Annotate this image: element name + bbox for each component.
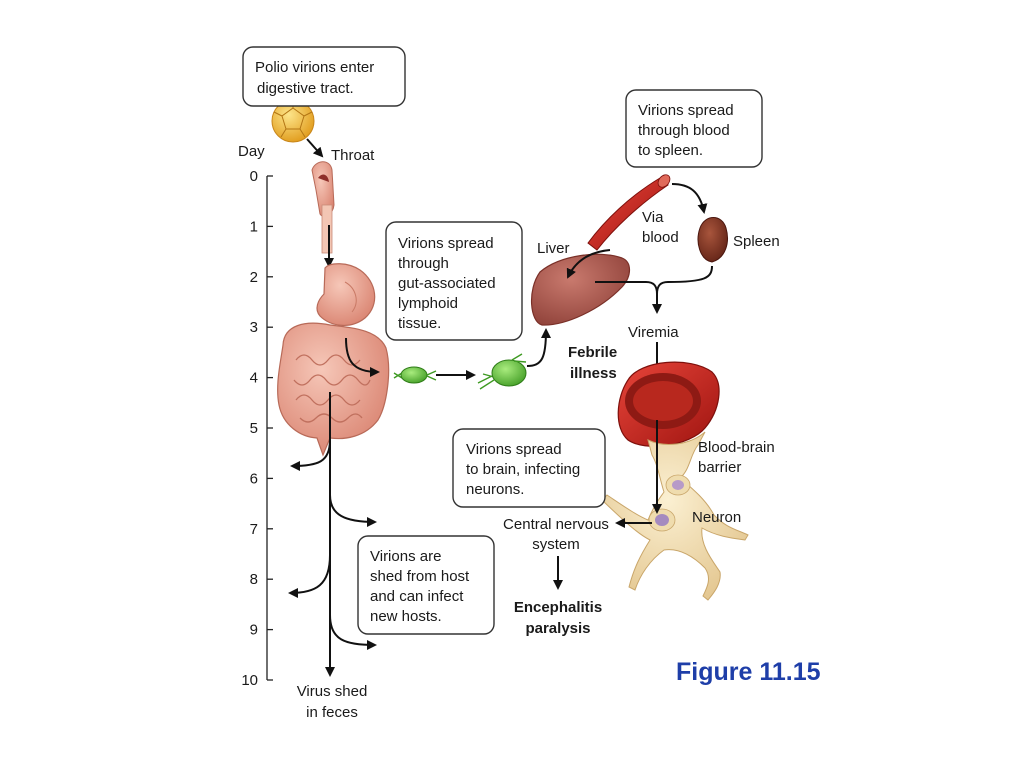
callout-shed-line3: and can infect bbox=[370, 588, 464, 605]
day-tick-label: 2 bbox=[250, 269, 258, 286]
capillary-icon bbox=[617, 361, 720, 447]
callout-shed-line2: shed from host bbox=[370, 568, 470, 585]
day-tick-label: 1 bbox=[250, 218, 258, 235]
day-tick-label: 5 bbox=[250, 420, 258, 437]
callout-blood-line2: through blood bbox=[638, 122, 730, 139]
callout-lymph: Virions spread through gut-associated ly… bbox=[385, 221, 523, 341]
callout-blood: Virions spread through blood to spleen. bbox=[625, 89, 763, 168]
cns-label-line1: Central nervous bbox=[503, 516, 609, 533]
spleen-label: Spleen bbox=[733, 233, 780, 250]
callout-lymph-line4: lymphoid bbox=[398, 295, 458, 312]
febrile-label-line2: illness bbox=[570, 365, 617, 382]
shedding-arrows bbox=[288, 392, 377, 677]
liver-icon bbox=[530, 253, 631, 326]
callout-blood-line1: Virions spread bbox=[638, 102, 734, 119]
figure-title: Figure 11.15 bbox=[676, 658, 821, 686]
neuron-icon bbox=[601, 431, 749, 601]
day-tick-label: 0 bbox=[250, 168, 258, 185]
stomach-icon bbox=[316, 263, 376, 326]
day-axis: Day 0 1 2 3 4 5 6 7 8 9 10 bbox=[238, 143, 273, 689]
callout-brain: Virions spread to brain, infecting neuro… bbox=[452, 428, 606, 508]
callout-brain-line3: neurons. bbox=[466, 481, 524, 498]
day-tick-label: 7 bbox=[250, 521, 258, 538]
encephalitis-label-line1: Encephalitis bbox=[514, 599, 602, 616]
via-blood-label-line2: blood bbox=[642, 229, 679, 246]
callout-shed-line1: Virions are bbox=[370, 548, 441, 565]
virus-shed-label-line1: Virus shed bbox=[297, 683, 368, 700]
cns-label-line2: system bbox=[532, 536, 580, 553]
throat-label: Throat bbox=[331, 147, 375, 164]
day-tick-label: 9 bbox=[250, 622, 258, 639]
lymph-node-large-icon bbox=[477, 353, 527, 390]
callout-enter: Polio virions enter digestive tract. bbox=[242, 46, 406, 107]
bbb-label-line1: Blood-brain bbox=[698, 439, 775, 456]
bbb-label-line2: barrier bbox=[698, 459, 741, 476]
day-tick-label: 8 bbox=[250, 571, 258, 588]
spleen-icon bbox=[697, 217, 728, 263]
callout-lymph-line3: gut-associated bbox=[398, 275, 496, 292]
callout-enter-line2: digestive tract. bbox=[257, 80, 354, 97]
neuron-label: Neuron bbox=[692, 509, 741, 526]
day-tick-label: 3 bbox=[250, 319, 258, 336]
day-tick-label: 6 bbox=[250, 470, 258, 487]
febrile-label-line1: Febrile bbox=[568, 344, 617, 361]
lymph-node-icon bbox=[393, 366, 437, 384]
via-blood-label-line1: Via bbox=[642, 209, 664, 226]
day-tick-label: 4 bbox=[250, 370, 258, 387]
callout-lymph-line2: through bbox=[398, 255, 449, 272]
virus-shed-label-line2: in feces bbox=[306, 704, 358, 721]
intestine-icon bbox=[277, 322, 390, 457]
callout-lymph-line1: Virions spread bbox=[398, 235, 494, 252]
throat-icon bbox=[311, 161, 335, 254]
callout-blood-line3: to spleen. bbox=[638, 142, 703, 159]
viremia-merge-arrows bbox=[595, 265, 713, 314]
callout-enter-line1: Polio virions enter bbox=[255, 59, 374, 76]
day-axis-title: Day bbox=[238, 143, 265, 160]
callout-brain-line1: Virions spread bbox=[466, 441, 562, 458]
callout-shed: Virions are shed from host and can infec… bbox=[357, 535, 495, 635]
callout-shed-line4: new hosts. bbox=[370, 608, 442, 625]
viremia-label: Viremia bbox=[628, 324, 679, 341]
blood-vessel-icon bbox=[587, 174, 671, 251]
callout-brain-line2: to brain, infecting bbox=[466, 461, 580, 478]
callout-lymph-line5: tissue. bbox=[398, 315, 441, 332]
liver-label: Liver bbox=[537, 240, 570, 257]
encephalitis-label-line2: paralysis bbox=[525, 620, 590, 637]
day-tick-label: 10 bbox=[241, 672, 258, 689]
